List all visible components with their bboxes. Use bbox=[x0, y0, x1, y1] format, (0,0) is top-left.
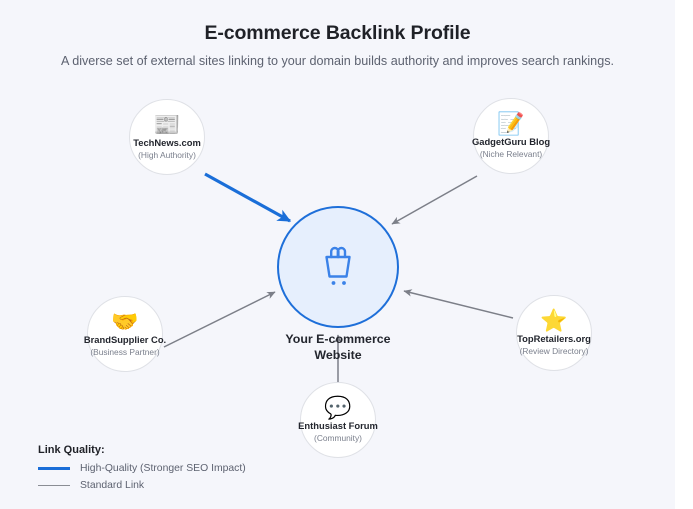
node-brandsupplier[interactable]: 🤝 BrandSupplier Co. (Business Partner) bbox=[83, 296, 167, 372]
node-sublabel-brandsupplier: (Business Partner) bbox=[90, 346, 160, 357]
hub-label-line2: Website bbox=[314, 347, 362, 362]
node-sublabel-topretailers: (Review Directory) bbox=[519, 345, 589, 356]
node-sublabel-gadgetguru: (Niche Relevant) bbox=[479, 148, 543, 159]
page-title: E-commerce Backlink Profile bbox=[204, 22, 471, 44]
node-label-topretailers: TopRetailers.org bbox=[517, 333, 591, 345]
newspaper-icon: 📰 bbox=[153, 112, 181, 138]
shopping-cart-icon bbox=[325, 246, 351, 285]
hub-label: Your E-commerce Website bbox=[237, 332, 439, 363]
legend-swatch-standard bbox=[38, 485, 70, 486]
legend: Link Quality: High-Quality (Stronger SEO… bbox=[38, 444, 246, 497]
node-enthusiastforum[interactable]: 💬 Enthusiast Forum (Community) bbox=[298, 382, 378, 458]
hub-label-line1: Your E-commerce bbox=[285, 332, 391, 346]
node-technews[interactable]: 📰 TechNews.com (High Authority) bbox=[129, 99, 205, 175]
node-sublabel-enthusiastforum: (Community) bbox=[314, 432, 362, 443]
node-label-gadgetguru: GadgetGuru Blog bbox=[471, 136, 551, 148]
page-subtitle: A diverse set of external sites linking … bbox=[60, 54, 614, 68]
memo-icon: 📝 bbox=[497, 111, 525, 137]
hub-node-your-website[interactable]: Your E-commerce Website bbox=[277, 206, 399, 362]
node-label-brandsupplier: BrandSupplier Co. bbox=[83, 334, 167, 346]
node-topretailers[interactable]: ⭐ TopRetailers.org (Review Directory) bbox=[516, 295, 592, 371]
legend-item-high-quality: High-Quality (Stronger SEO Impact) bbox=[38, 463, 246, 474]
legend-label-standard: Standard Link bbox=[80, 480, 145, 491]
header: E-commerce Backlink Profile A diverse se… bbox=[0, 0, 675, 68]
node-sublabel-technews: (High Authority) bbox=[138, 149, 196, 160]
handshake-icon: 🤝 bbox=[111, 309, 139, 335]
speech-balloon-icon: 💬 bbox=[324, 395, 352, 421]
legend-swatch-high-quality bbox=[38, 467, 70, 470]
node-label-enthusiastforum: Enthusiast Forum bbox=[298, 420, 378, 432]
legend-label-high-quality: High-Quality (Stronger SEO Impact) bbox=[80, 463, 246, 474]
node-label-technews: TechNews.com bbox=[133, 137, 201, 149]
hub-circle bbox=[277, 206, 399, 328]
node-gadgetguru[interactable]: 📝 GadgetGuru Blog (Niche Relevant) bbox=[471, 98, 551, 174]
legend-title: Link Quality: bbox=[38, 444, 105, 456]
legend-item-standard: Standard Link bbox=[38, 480, 246, 491]
star-icon: ⭐ bbox=[540, 308, 568, 334]
